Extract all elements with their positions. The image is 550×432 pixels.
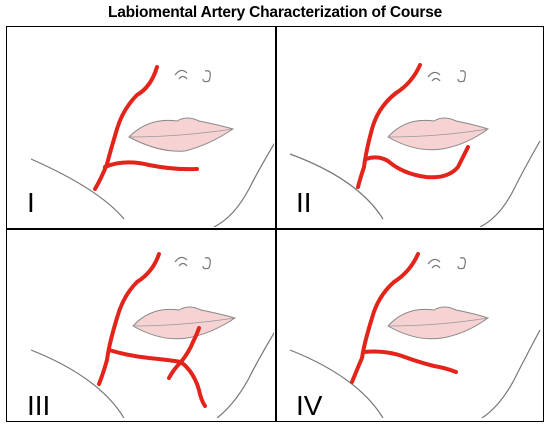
panel-label-i: I bbox=[27, 187, 35, 218]
figure-title: Labiomental Artery Characterization of C… bbox=[107, 4, 443, 21]
face-illustration-i bbox=[30, 65, 274, 227]
panel-type-iv: IV bbox=[278, 232, 543, 430]
face-illustration-iii bbox=[30, 252, 274, 418]
grid-divider-horizontal bbox=[7, 228, 543, 230]
panel-label-ii: II bbox=[296, 187, 312, 218]
panel-label-iii: III bbox=[27, 390, 51, 421]
panel-label-iv: IV bbox=[296, 390, 323, 421]
panel-type-iii: III bbox=[9, 232, 274, 430]
panel-type-ii: II bbox=[278, 29, 543, 227]
panel-type-i: I bbox=[9, 29, 274, 227]
face-illustration-iv bbox=[289, 252, 541, 418]
panel-grid: I II bbox=[6, 26, 544, 422]
grid-divider-vertical bbox=[275, 27, 277, 421]
face-illustration-ii bbox=[289, 63, 541, 227]
